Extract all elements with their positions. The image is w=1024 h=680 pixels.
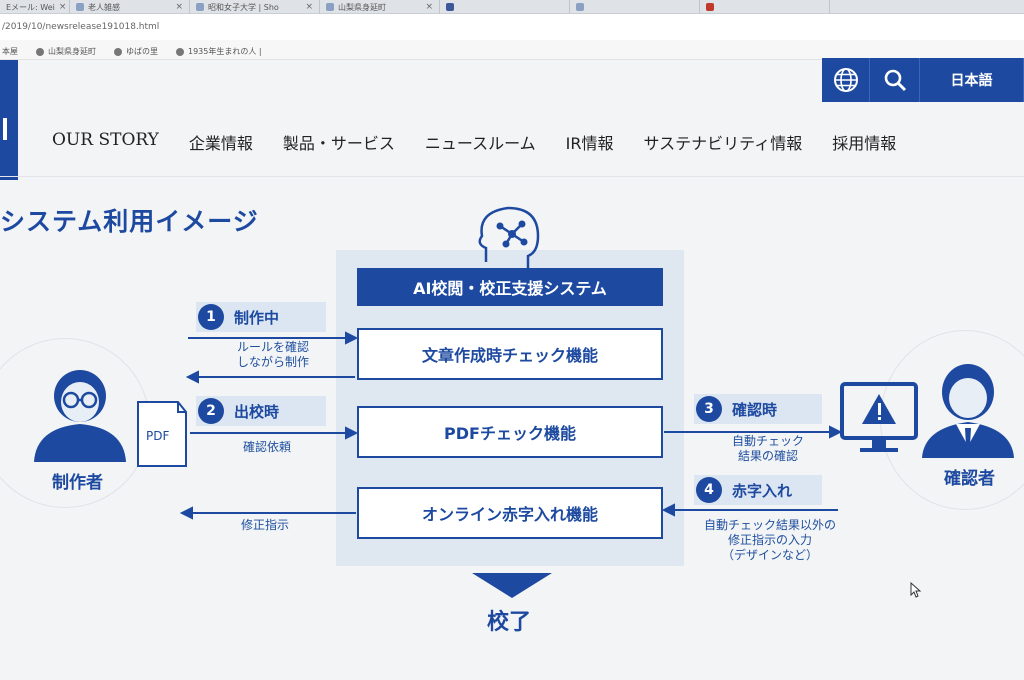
global-nav: OUR STORY 企業情報 製品・サービス ニュースルーム IR情報 サステナ… — [52, 130, 926, 154]
note-line: 修正指示の入力 — [727, 533, 812, 547]
nav-our-story[interactable]: OUR STORY — [52, 130, 159, 150]
note-line: 結果の確認 — [737, 449, 798, 463]
step-1-note: ルールを確認しながら制作 — [218, 340, 328, 370]
bookmark-icon — [36, 47, 44, 56]
step-2-note: 確認依頼 — [242, 440, 291, 454]
browser-tab[interactable] — [570, 0, 700, 13]
address-bar[interactable]: /2019/10/newsrelease191018.html — [0, 14, 1024, 40]
function-box-pdf-check: PDFチェック機能 — [357, 406, 663, 458]
tab-label: 老人雑感 — [88, 2, 120, 12]
url-text: /2019/10/newsrelease191018.html — [2, 22, 160, 32]
close-tab-icon[interactable]: × — [305, 2, 313, 12]
logo-mark — [3, 118, 7, 140]
step-number: 4 — [696, 477, 722, 503]
step-3-note: 自動チェック結果の確認 — [718, 434, 818, 464]
nav-newsroom[interactable]: ニュースルーム — [424, 134, 536, 153]
tab-label: Eメール: Wei — [6, 2, 55, 12]
browser-tab-bar: Eメール: Wei× 老人雑感× 昭和女子大学 | Sho× 山梨県身延町× — [0, 0, 1024, 14]
tab-favicon-icon — [76, 3, 84, 11]
globe-button[interactable] — [822, 58, 870, 102]
tab-favicon-icon — [446, 3, 454, 11]
bookmark-icon — [114, 47, 122, 56]
step-number: 1 — [198, 304, 224, 330]
pdf-label: PDF — [146, 429, 170, 443]
bookmark-item[interactable]: 本屋 — [2, 44, 18, 59]
checker-label: 確認者 — [944, 469, 995, 489]
tab-favicon-icon — [576, 3, 584, 11]
note-line: 自動チェック結果以外の — [703, 518, 836, 532]
step-tag-4: 4 赤字入れ — [694, 475, 822, 505]
creator-label: 制作者 — [52, 473, 103, 493]
system-title: AI校閲・校正支援システム — [357, 268, 663, 306]
mouse-cursor-icon — [910, 582, 922, 598]
function-box-authoring-check: 文章作成時チェック機能 — [357, 328, 663, 380]
nav-sustainability[interactable]: サステナビリティ情報 — [643, 134, 803, 153]
search-button[interactable] — [870, 58, 920, 102]
browser-tab[interactable] — [440, 0, 570, 13]
step-label: 出校時 — [234, 402, 280, 421]
bookmark-label: 本屋 — [2, 47, 18, 56]
note-line: （デザインなど） — [721, 548, 818, 562]
nav-divider — [0, 176, 1024, 177]
function-box-online-redline: オンライン赤字入れ機能 — [357, 487, 663, 539]
tab-label: 山梨県身延町 — [338, 2, 386, 12]
close-tab-icon[interactable]: × — [58, 2, 67, 12]
tab-favicon-icon — [706, 3, 714, 11]
step-tag-2: 2 出校時 — [196, 396, 326, 426]
step-number: 2 — [198, 398, 224, 424]
nav-recruit[interactable]: 採用情報 — [832, 134, 897, 153]
down-arrow-icon — [472, 573, 552, 598]
browser-tab[interactable]: 老人雑感 × — [70, 0, 190, 13]
bookmark-label: 1935年生まれの人 | — [188, 47, 262, 56]
final-label: 校了 — [487, 610, 532, 635]
bookmark-icon — [176, 47, 184, 56]
step-label: 確認時 — [732, 400, 778, 419]
step-tag-1: 1 制作中 — [196, 302, 326, 332]
note-line: しながら制作 — [236, 355, 309, 369]
globe-icon — [833, 68, 858, 92]
bookmark-label: 山梨県身延町 — [48, 47, 96, 56]
note-line: 自動チェック — [731, 434, 804, 448]
language-button[interactable]: 日本語 — [920, 58, 1024, 102]
nav-company[interactable]: 企業情報 — [188, 134, 253, 153]
browser-tab[interactable] — [700, 0, 830, 13]
utility-bar: 日本語 — [822, 58, 1024, 102]
bookmark-label: ゆばの里 — [126, 47, 158, 56]
bookmark-item[interactable]: 山梨県身延町 — [36, 44, 96, 59]
browser-tab[interactable]: 山梨県身延町 × — [320, 0, 440, 13]
close-tab-icon[interactable]: × — [175, 2, 183, 12]
tab-favicon-icon — [326, 3, 334, 11]
browser-tab[interactable]: 昭和女子大学 | Sho × — [190, 0, 320, 13]
bookmarks-bar: 本屋 山梨県身延町 ゆばの里 1935年生まれの人 | — [0, 40, 1024, 60]
search-icon — [884, 69, 906, 92]
nav-ir[interactable]: IR情報 — [565, 134, 614, 153]
close-tab-icon[interactable]: × — [425, 2, 433, 12]
site-logo[interactable] — [0, 60, 18, 180]
step-label: 赤字入れ — [732, 481, 793, 500]
step-label: 制作中 — [234, 308, 280, 327]
note-line: ルールを確認 — [236, 340, 309, 354]
return-note: 修正指示 — [240, 518, 289, 532]
section-title: システム利用イメージ — [0, 207, 259, 236]
bookmark-item[interactable]: 1935年生まれの人 | — [176, 44, 262, 59]
step-4-note: 自動チェック結果以外の修正指示の入力（デザインなど） — [690, 518, 850, 563]
tab-favicon-icon — [196, 3, 204, 11]
browser-tab[interactable]: Eメール: Wei× — [0, 0, 70, 13]
step-number: 3 — [696, 396, 722, 422]
step-tag-3: 3 確認時 — [694, 394, 822, 424]
bookmark-item[interactable]: ゆばの里 — [114, 44, 158, 59]
nav-products[interactable]: 製品・サービス — [282, 134, 395, 153]
tab-label: 昭和女子大学 | Sho — [208, 2, 279, 12]
